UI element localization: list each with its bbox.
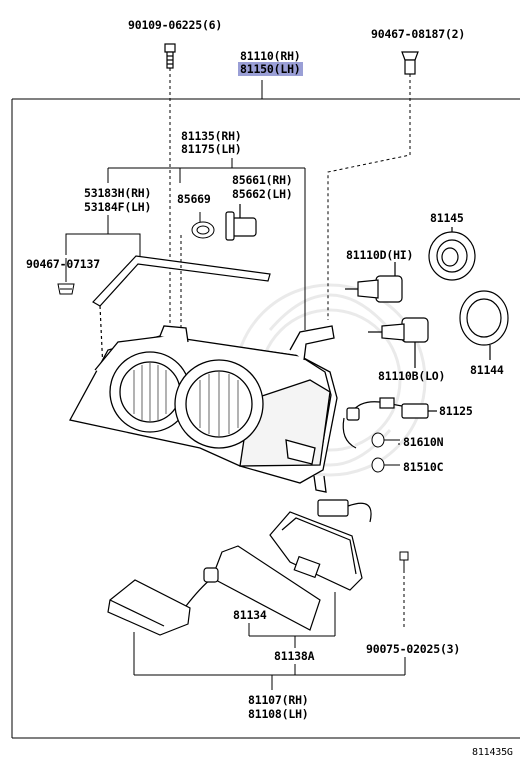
label-81138a: 81138A — [274, 649, 315, 663]
clip-90467-07137 — [57, 283, 75, 295]
label-81135-rh: 81135(RH) — [181, 129, 242, 143]
label-85662-lh: 85662(LH) — [232, 187, 293, 201]
label-81150-lh: 81150(LH) — [238, 62, 303, 76]
label-90075-02025: 90075-02025(3) — [366, 642, 461, 656]
label-81510c: 81510C — [403, 460, 444, 474]
socket-85661 — [225, 204, 257, 241]
label-81134: 81134 — [233, 608, 267, 622]
leader-81138a — [248, 592, 336, 648]
leader-81107 — [133, 632, 406, 690]
label-85669: 85669 — [177, 192, 211, 206]
bulb-81510c — [371, 457, 400, 473]
screw-90075 — [399, 551, 409, 630]
dust-cap-81144 — [459, 290, 509, 360]
label-81125: 81125 — [439, 404, 473, 418]
bulb-81110d — [345, 262, 403, 303]
bulb-81110b — [368, 317, 429, 368]
highlighted-part-number: 81150(LH) — [238, 62, 303, 76]
leader-53183h — [65, 215, 141, 282]
gasket-strip — [92, 255, 271, 371]
fog-lamp-81138a — [269, 499, 372, 591]
label-81110-rh: 81110(RH) — [240, 49, 301, 63]
label-90467-08187: 90467-08187(2) — [371, 27, 466, 41]
lamp-housing — [69, 325, 338, 493]
label-81144: 81144 — [470, 363, 504, 377]
label-85661-rh: 85661(RH) — [232, 173, 293, 187]
dust-cap-81145 — [428, 227, 476, 281]
assembly-frame — [11, 98, 520, 739]
socket-gasket-85669 — [191, 212, 215, 239]
label-81610n: 81610N — [403, 435, 444, 449]
wire-harness-81125 — [342, 397, 437, 449]
leader-81135 — [107, 158, 306, 330]
figure-id: 811435G — [472, 747, 513, 758]
label-81108-lh: 81108(LH) — [248, 707, 309, 721]
label-81175-lh: 81175(LH) — [181, 142, 242, 156]
label-53184f-lh: 53184F(LH) — [84, 200, 152, 214]
clip-90467-08187 — [401, 51, 419, 75]
label-81107-rh: 81107(RH) — [248, 693, 309, 707]
label-81110b-lo: 81110B(LO) — [378, 369, 446, 383]
label-90467-07137: 90467-07137 — [26, 257, 100, 271]
label-53183h-rh: 53183H(RH) — [84, 186, 152, 200]
label-90109-06225: 90109-06225(6) — [128, 18, 223, 32]
label-81110d-hi: 81110D(HI) — [346, 248, 414, 262]
module-box — [107, 567, 219, 636]
label-81145: 81145 — [430, 211, 464, 225]
bulb-81610n — [371, 432, 400, 448]
leader-90467-08187 — [327, 74, 411, 320]
misc-leaders — [398, 443, 400, 445]
bolt-90109 — [164, 43, 176, 69]
